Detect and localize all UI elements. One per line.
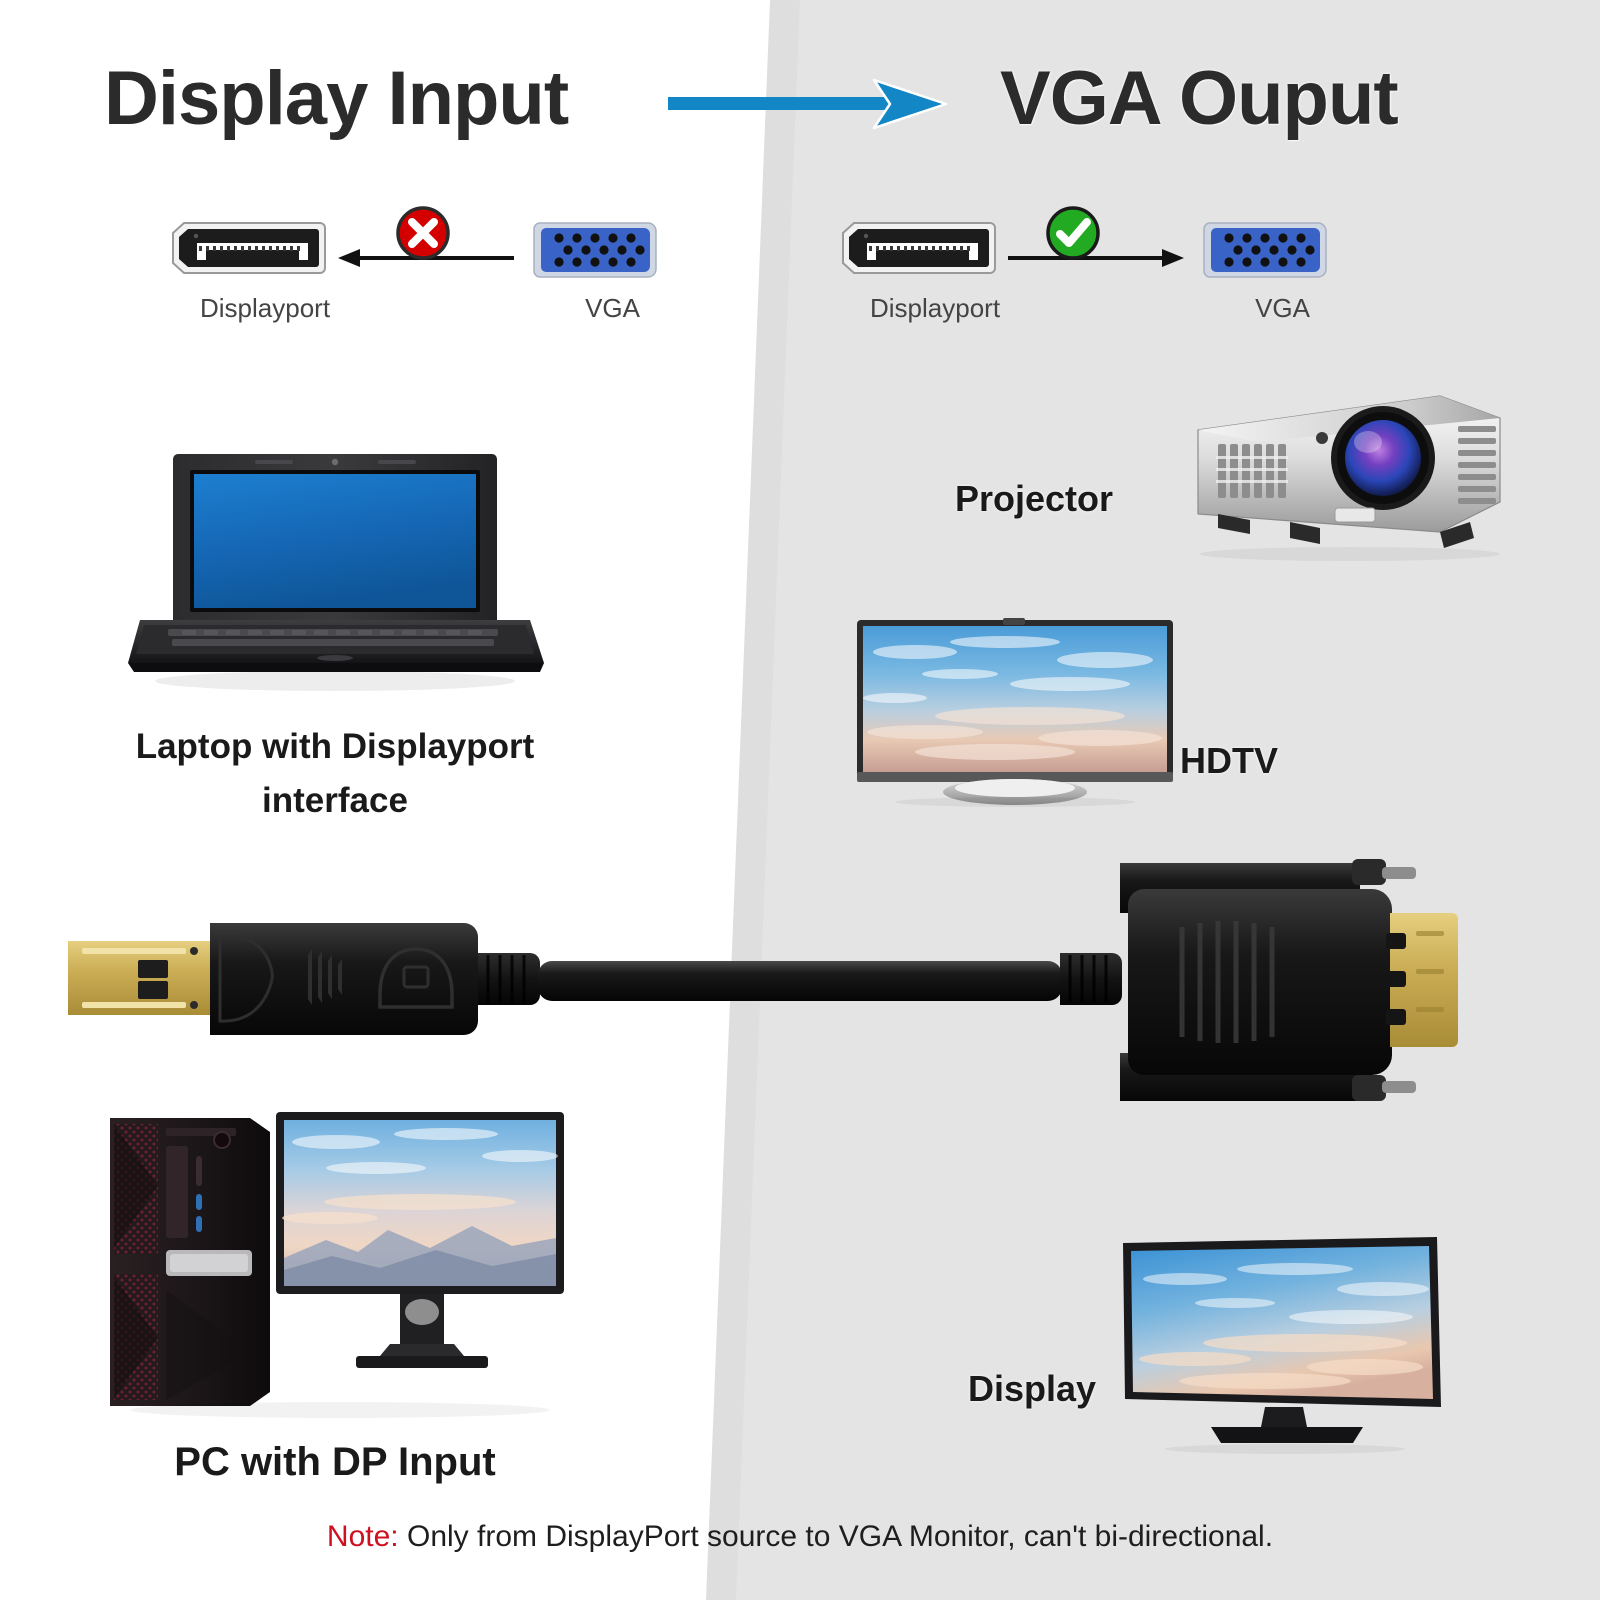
- pc-label: PC with DP Input: [174, 1440, 496, 1484]
- displayport-connector-icon: [172, 222, 326, 274]
- projector-image: [1197, 395, 1501, 561]
- vga-connector-icon: [533, 222, 657, 278]
- flow-arrow-icon: [668, 78, 948, 130]
- laptop-label-line2: interface: [262, 781, 408, 820]
- comparison-left-target-label: VGA: [585, 293, 640, 323]
- vga-connector-icon: [1203, 222, 1327, 278]
- page-title-left: Display Input: [104, 56, 569, 141]
- display-label: Display: [968, 1368, 1097, 1409]
- page-title-right: VGA Ouput: [1000, 56, 1399, 141]
- pc-desktop-image: [110, 1112, 564, 1418]
- comparison-right-source-label: Displayport: [870, 293, 1001, 323]
- laptop-label-line1: Laptop with Displayport: [135, 727, 535, 766]
- hdtv-image: [857, 618, 1173, 807]
- displayport-connector-icon: [842, 222, 996, 274]
- dp-to-vga-cable-image: [68, 859, 1458, 1101]
- projector-label: Projector: [955, 478, 1114, 519]
- note-body: Only from DisplayPort source to VGA Moni…: [406, 1520, 1274, 1553]
- laptop-label: Laptop with Displayport interface: [100, 720, 570, 828]
- hdtv-label: HDTV: [1180, 740, 1278, 781]
- comparison-right-target-label: VGA: [1255, 293, 1310, 323]
- comparison-right: Displayport VGA: [840, 205, 1330, 325]
- comparison-left-source-label: Displayport: [200, 293, 331, 323]
- direction-arrow-left-icon: [338, 249, 514, 267]
- display-monitor-image: [1123, 1237, 1441, 1454]
- note-text: Note: Only from DisplayPort source to VG…: [0, 1520, 1600, 1554]
- green-check-icon: [1046, 206, 1100, 260]
- laptop-image: [128, 454, 544, 691]
- red-x-icon: [396, 206, 450, 260]
- direction-arrow-right-icon: [1008, 249, 1184, 267]
- note-prefix: Note:: [326, 1520, 399, 1553]
- comparison-left: Displayport VGA: [170, 205, 660, 325]
